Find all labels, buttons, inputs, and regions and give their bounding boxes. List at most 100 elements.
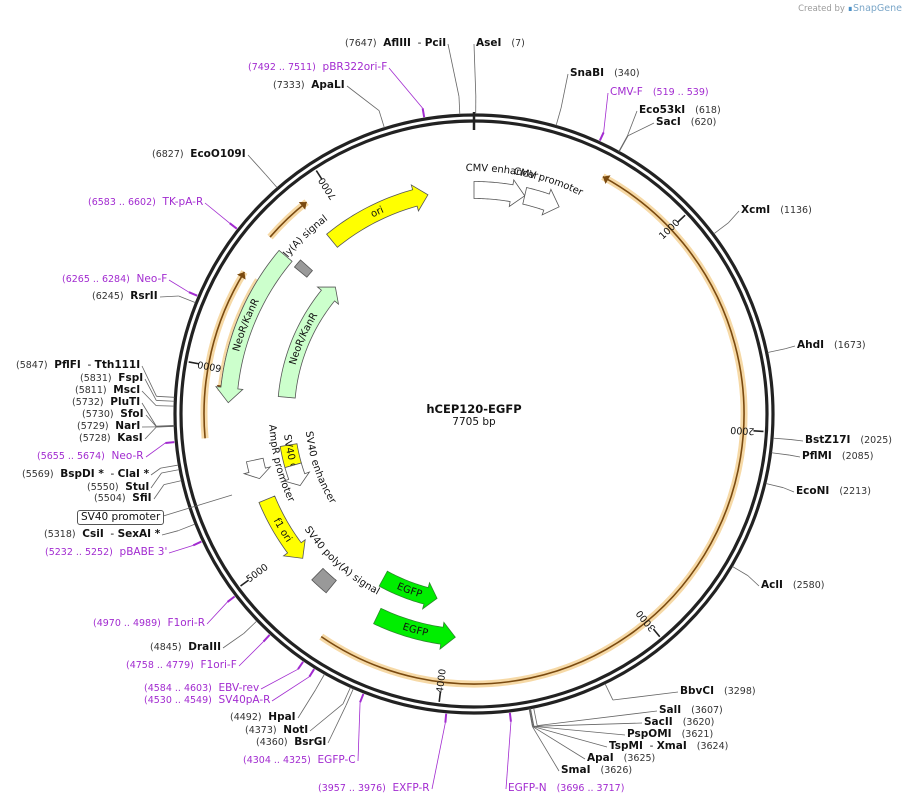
site-position: (7647) bbox=[345, 38, 377, 49]
site-position: (519 .. 539) bbox=[652, 87, 709, 98]
site-label-bstz17i[interactable]: BstZ17I (2025) bbox=[805, 434, 892, 447]
site-label-asei[interactable]: AseI (7) bbox=[476, 37, 525, 50]
site-label-eco53ki[interactable]: Eco53kI (618) bbox=[639, 104, 721, 117]
site-label-nari[interactable]: (5729) NarI bbox=[77, 420, 140, 433]
site-label-snabi[interactable]: SnaBI (340) bbox=[570, 67, 640, 80]
plasmid-name: hCEP120-EGFP bbox=[426, 402, 522, 416]
site-label-smai[interactable]: SmaI (3626) bbox=[561, 764, 632, 777]
site-position: (2085) bbox=[841, 451, 874, 462]
primer-name: Neo-F bbox=[136, 273, 168, 285]
enzyme-name: TspMI bbox=[609, 740, 643, 752]
site-label-saci[interactable]: SacI (620) bbox=[656, 116, 716, 129]
label-connector bbox=[144, 378, 157, 401]
primer-label-neo-r[interactable]: (5655 .. 5674) Neo-R bbox=[37, 450, 144, 463]
site-label-tspmi[interactable]: TspMI - XmaI (3624) bbox=[609, 740, 729, 752]
primer-label-exfp-r[interactable]: (3957 .. 3976) EXFP-R bbox=[318, 782, 430, 795]
enzyme-name: DraIII bbox=[188, 641, 221, 653]
label-connector bbox=[161, 530, 179, 536]
label-connector bbox=[141, 365, 157, 397]
site-label-pflmi[interactable]: PflMI (2085) bbox=[802, 450, 873, 463]
label-connector bbox=[247, 154, 266, 175]
site-position: (5847) bbox=[16, 360, 48, 371]
label-connector bbox=[790, 439, 804, 442]
site-label-pspomi[interactable]: PspOMI (3621) bbox=[627, 728, 713, 741]
primer-label-f1ori-f[interactable]: (4758 .. 4779) F1ori-F bbox=[126, 659, 237, 672]
site-label-ahdi[interactable]: AhdI (1673) bbox=[797, 339, 866, 352]
tick-mark bbox=[652, 628, 661, 638]
orf-line bbox=[203, 271, 246, 439]
primer-label-ebv-rev[interactable]: (4584 .. 4603) EBV-rev bbox=[144, 682, 259, 695]
enzyme-name-2: Tth111I bbox=[94, 359, 141, 371]
site-label-xcmi[interactable]: XcmI (1136) bbox=[741, 204, 812, 217]
enzyme-name: XcmI bbox=[741, 204, 771, 216]
site-position: (4584 .. 4603) bbox=[144, 683, 212, 694]
site-label-csii[interactable]: (5318) CsiI - SexAI * bbox=[44, 528, 161, 540]
primer-name: EGFP-N bbox=[508, 782, 547, 794]
label-connector bbox=[346, 85, 380, 111]
primer-label-pbabe-3-[interactable]: (5232 .. 5252) pBABE 3' bbox=[45, 546, 167, 559]
site-tick bbox=[713, 222, 729, 235]
site-label-pflfi[interactable]: (5847) PflFI - Tth111I bbox=[16, 359, 141, 371]
primer-label-f1ori-r[interactable]: (4970 .. 4989) F1ori-R bbox=[93, 617, 205, 630]
enzyme-name: SalI bbox=[659, 704, 682, 716]
site-label-rsrii[interactable]: (6245) RsrII bbox=[92, 290, 158, 303]
site-tick bbox=[160, 464, 179, 469]
site-position: (3624) bbox=[696, 741, 729, 752]
primer-label-cmv-f[interactable]: CMV-F (519 .. 539) bbox=[610, 86, 709, 99]
site-label-bspdi-[interactable]: (5569) BspDI * - ClaI * bbox=[22, 468, 150, 480]
feature-ori bbox=[326, 184, 429, 248]
site-position: (6245) bbox=[92, 291, 124, 302]
site-tick bbox=[156, 426, 175, 428]
site-label-draiii[interactable]: (4845) DraIII bbox=[150, 641, 221, 654]
site-label-noti[interactable]: (4373) NotI bbox=[245, 724, 308, 737]
site-position: (4373) bbox=[245, 725, 277, 736]
primer-label-egfp-n[interactable]: EGFP-N (3696 .. 3717) bbox=[508, 782, 624, 795]
label-connector bbox=[159, 494, 233, 518]
label-connector bbox=[141, 390, 157, 406]
site-label-econi[interactable]: EcoNI (2213) bbox=[796, 485, 871, 498]
primer-label-sv40pa-r[interactable]: (4530 .. 4549) SV40pA-R bbox=[144, 694, 270, 707]
primer-label-egfp-c[interactable]: (4304 .. 4325) EGFP-C bbox=[243, 754, 356, 767]
orf-arrowhead bbox=[236, 271, 246, 280]
label-connector bbox=[789, 454, 801, 458]
site-label-hpai[interactable]: (4492) HpaI bbox=[230, 711, 296, 724]
site-label-sacii[interactable]: SacII (3620) bbox=[644, 716, 714, 729]
site-label-ecoo109i[interactable]: (6827) EcoO109I bbox=[152, 148, 246, 161]
site-position: (1136) bbox=[780, 205, 812, 216]
enzyme-name: CsiI bbox=[82, 528, 104, 540]
site-label-bbvci[interactable]: BbvCI (3298) bbox=[680, 685, 756, 698]
label-connector bbox=[327, 704, 347, 744]
site-position: (3621) bbox=[681, 729, 714, 740]
site-label-sali[interactable]: SalI (3607) bbox=[659, 704, 723, 717]
site-label-stui[interactable]: (5550) StuI bbox=[87, 481, 149, 494]
label-connector bbox=[785, 345, 796, 350]
enzyme-name-2: SexAI * bbox=[117, 528, 161, 540]
primer-label-pbr322ori-f[interactable]: (7492 .. 7511) pBR322ori-F bbox=[248, 61, 387, 74]
enzyme-name: AseI bbox=[476, 37, 502, 49]
site-label-pluti[interactable]: (5732) PluTI bbox=[72, 396, 140, 409]
site-label-sfoi[interactable]: (5730) SfoI bbox=[82, 408, 144, 421]
site-label-fspi[interactable]: (5831) FspI bbox=[80, 372, 143, 385]
enzyme-name: SfiI bbox=[132, 492, 152, 504]
feature-label: ori bbox=[369, 205, 385, 221]
site-label-bsrgi[interactable]: (4360) BsrGI bbox=[256, 736, 326, 749]
site-tick bbox=[772, 437, 792, 440]
site-label-acli[interactable]: AclI (2580) bbox=[761, 579, 824, 592]
site-label-afliii[interactable]: (7647) AflIII - PciI bbox=[345, 37, 447, 49]
site-label-apai[interactable]: ApaI (3625) bbox=[587, 752, 655, 765]
enzyme-name: SfoI bbox=[120, 408, 144, 420]
site-label-msci[interactable]: (5811) MscI bbox=[75, 384, 140, 397]
site-label-sfii[interactable]: (5504) SfiI bbox=[94, 492, 152, 505]
primer-name: SV40pA-R bbox=[218, 694, 271, 706]
site-tick bbox=[444, 713, 448, 723]
site-tick bbox=[156, 425, 175, 427]
site-label-apali[interactable]: (7333) ApaLI bbox=[273, 79, 345, 92]
site-position: (3620) bbox=[682, 717, 715, 728]
primer-label-neo-f[interactable]: (6265 .. 6284) Neo-F bbox=[62, 273, 167, 286]
site-position: (3957 .. 3976) bbox=[318, 783, 386, 794]
site-label-kasi[interactable]: (5728) KasI bbox=[79, 432, 143, 445]
site-position: (1673) bbox=[834, 340, 866, 351]
primer-label-tk-pa-r[interactable]: (6583 .. 6602) TK-pA-R bbox=[88, 196, 203, 209]
feature-label: SV40 enhancer bbox=[303, 431, 338, 507]
site-tick bbox=[618, 135, 628, 152]
